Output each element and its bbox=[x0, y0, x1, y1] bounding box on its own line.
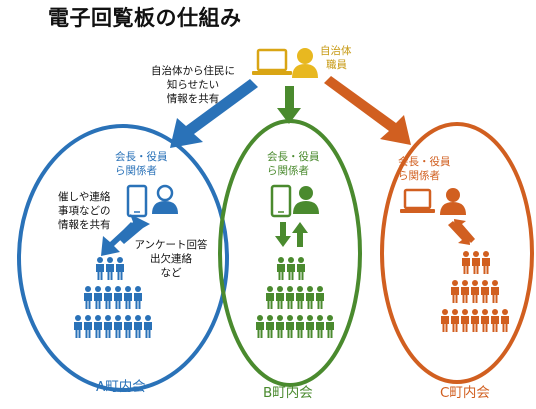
reply-label: アンケート回答 出欠連絡 など bbox=[130, 238, 212, 280]
share-label: 催しや連絡 事項などの 情報を共有 bbox=[58, 190, 111, 232]
town-c-role-line1: 会長・役員 bbox=[398, 156, 451, 168]
top-message-line2: 知らせたい bbox=[166, 79, 220, 91]
town-a-smartphone-icon bbox=[126, 184, 148, 218]
town-c-role-label: 会長・役員 ら関係者 bbox=[398, 155, 451, 183]
town-a-role-line1: 会長・役員 bbox=[115, 151, 168, 163]
town-b-role-line2: ら関係者 bbox=[267, 165, 309, 177]
reply-label-line1: アンケート回答 bbox=[134, 239, 208, 251]
share-label-line1: 催しや連絡 bbox=[58, 191, 111, 203]
top-message-line3: 情報を共有 bbox=[166, 93, 220, 105]
town-c-person-icon bbox=[440, 188, 466, 215]
arrow-to-c-icon bbox=[324, 76, 411, 145]
reply-label-line2: 出欠連絡 bbox=[150, 253, 192, 265]
town-a-role-line2: ら関係者 bbox=[115, 165, 157, 177]
share-label-line2: 事項などの bbox=[58, 205, 111, 217]
town-b-label: B町内会 bbox=[263, 385, 313, 401]
staff-person-icon bbox=[292, 48, 318, 78]
reply-label-line3: など bbox=[160, 267, 182, 279]
staff-label-line2: 職員 bbox=[326, 59, 347, 71]
share-label-line3: 情報を共有 bbox=[58, 219, 111, 231]
page-title: 電子回覧板の仕組み bbox=[48, 6, 242, 30]
town-b-smartphone-icon bbox=[270, 184, 292, 218]
top-message-line1: 自治体から住民に bbox=[151, 65, 235, 77]
top-message: 自治体から住民に 知らせたい 情報を共有 bbox=[140, 64, 246, 106]
town-a-up-arrow-icon bbox=[118, 214, 150, 244]
town-b-arrows-icon bbox=[275, 222, 308, 247]
town-a-person-icon bbox=[152, 184, 178, 214]
staff-label-line1: 自治体 bbox=[320, 45, 352, 57]
town-a-ellipse bbox=[17, 124, 229, 392]
town-b-person-icon bbox=[293, 186, 319, 214]
arrow-to-a-icon bbox=[170, 79, 258, 148]
staff-laptop-icon bbox=[252, 48, 292, 75]
town-a-role-label: 会長・役員 ら関係者 bbox=[115, 150, 168, 178]
town-c-laptop-icon bbox=[400, 188, 435, 213]
town-b-role-line1: 会長・役員 bbox=[267, 151, 320, 163]
town-c-crowd-icon bbox=[441, 251, 509, 332]
town-c-arrows-icon bbox=[448, 219, 475, 245]
town-c-ellipse bbox=[380, 122, 534, 384]
arrow-to-b-icon bbox=[277, 86, 301, 124]
town-a-label: A町内会 bbox=[96, 379, 146, 395]
town-b-role-label: 会長・役員 ら関係者 bbox=[267, 150, 320, 178]
town-b-crowd-icon bbox=[256, 257, 334, 338]
town-c-role-line2: ら関係者 bbox=[398, 170, 440, 182]
staff-label: 自治体 職員 bbox=[320, 44, 352, 72]
town-c-label: C町内会 bbox=[440, 385, 490, 401]
